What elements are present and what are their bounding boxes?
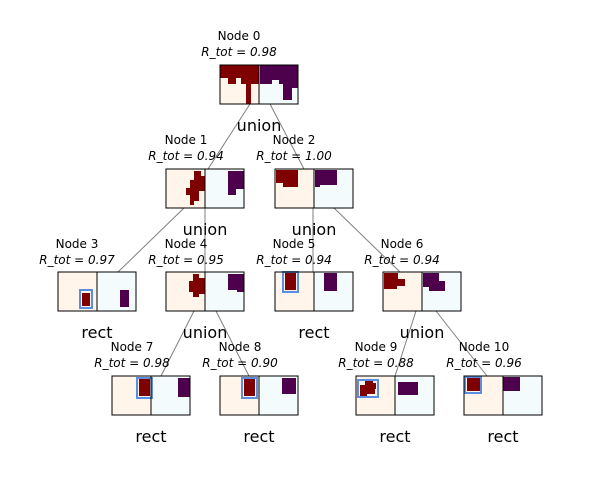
purple-shape: [315, 170, 337, 187]
node-thumbnail: [219, 375, 299, 416]
red-shape: [189, 274, 205, 297]
node-op-label: union: [237, 116, 282, 135]
purple-shape: [260, 65, 298, 100]
node-title: Node 10: [459, 340, 509, 354]
node-thumbnail: [165, 168, 245, 209]
red-shape: [220, 65, 259, 104]
node-op-label: union: [183, 220, 228, 239]
node-score: R_tot = 0.94: [148, 149, 224, 163]
bounding-box: [79, 289, 93, 309]
edge-6-9: [394, 310, 417, 377]
node-op-label: rect: [298, 323, 329, 342]
node-score: R_tot = 0.98: [94, 356, 170, 370]
node-title: Node 8: [219, 340, 262, 354]
edge-0-1: [207, 103, 251, 170]
red-shape: [139, 379, 150, 396]
red-shape: [82, 293, 90, 306]
node-score: R_tot = 0.97: [39, 253, 115, 267]
node-title: Node 1: [165, 133, 208, 147]
node-5: Node 5 R_tot = 0.94 rect: [256, 237, 354, 342]
purple-shape: [503, 377, 520, 391]
node-thumbnail: [274, 271, 354, 312]
node-op-label: union: [292, 220, 337, 239]
node-6: Node 6 R_tot = 0.94 union: [364, 237, 462, 342]
node-thumbnail: [165, 271, 245, 312]
bounding-box: [357, 379, 379, 398]
node-2: Node 2 R_tot = 1.00 union: [256, 133, 354, 239]
red-shape: [276, 170, 298, 187]
node-thumbnail: [274, 168, 354, 209]
purple-shape: [178, 378, 190, 397]
purple-shape: [120, 290, 129, 307]
node-score: R_tot = 0.96: [446, 356, 522, 370]
red-shape: [285, 273, 296, 290]
node-op-label: union: [183, 323, 228, 342]
node-op-label: rect: [81, 323, 112, 342]
node-op-label: rect: [135, 427, 166, 446]
node-title: Node 2: [273, 133, 316, 147]
node-op-label: union: [400, 323, 445, 342]
edge-6-10: [435, 310, 488, 377]
node-thumbnail: [382, 271, 462, 312]
node-title: Node 0: [218, 29, 261, 43]
edge-4-7: [160, 310, 195, 377]
node-score: R_tot = 0.98: [201, 45, 277, 59]
node-op-label: rect: [243, 427, 274, 446]
node-thumbnail: [463, 375, 543, 416]
purple-shape: [228, 171, 244, 195]
node-7: Node 7 R_tot = 0.98 rect: [94, 340, 191, 446]
node-op-label: rect: [487, 427, 518, 446]
purple-shape: [228, 274, 244, 292]
bounding-box: [241, 377, 258, 399]
node-10: Node 10 R_tot = 0.96 rect: [446, 340, 543, 446]
red-shape: [467, 378, 480, 391]
edge-2-6: [333, 207, 401, 273]
node-score: R_tot = 0.95: [148, 253, 224, 267]
node-9: Node 9 R_tot = 0.88 rect: [338, 340, 435, 446]
node-0: Node 0 R_tot = 0.98 union: [201, 29, 299, 135]
node-8: Node 8 R_tot = 0.90 rect: [202, 340, 299, 446]
node-3: Node 3 R_tot = 0.97 rect: [39, 237, 137, 342]
node-score: R_tot = 0.94: [256, 253, 332, 267]
node-title: Node 7: [111, 340, 154, 354]
node-thumbnail: [111, 375, 191, 416]
node-4: Node 4 R_tot = 0.95 union: [148, 237, 245, 342]
node-score: R_tot = 0.88: [338, 356, 414, 370]
purple-shape: [423, 273, 445, 291]
node-score: R_tot = 0.90: [202, 356, 278, 370]
node-title: Node 6: [381, 237, 424, 251]
node-title: Node 9: [355, 340, 398, 354]
node-title: Node 5: [273, 237, 316, 251]
node-score: R_tot = 0.94: [364, 253, 440, 267]
edge-1-3: [117, 207, 185, 273]
node-title: Node 3: [56, 237, 99, 251]
red-shape: [384, 273, 405, 289]
purple-shape: [398, 382, 418, 395]
node-thumbnail: [57, 271, 137, 312]
bounding-box: [464, 376, 482, 394]
node-score: R_tot = 1.00: [256, 149, 332, 163]
red-shape: [360, 380, 376, 396]
node-thumbnail: [355, 375, 435, 416]
edge-0-2: [269, 103, 305, 170]
tree-edges: [117, 103, 488, 377]
node-1: Node 1 R_tot = 0.94 union: [148, 133, 245, 239]
bounding-box: [136, 377, 153, 399]
node-thumbnail: [219, 64, 299, 105]
node-op-label: rect: [379, 427, 410, 446]
red-shape: [244, 379, 255, 396]
purple-shape: [324, 273, 337, 291]
node-title: Node 4: [165, 237, 208, 251]
edge-4-8: [215, 310, 250, 377]
red-shape: [186, 171, 205, 205]
purple-shape: [282, 378, 296, 394]
